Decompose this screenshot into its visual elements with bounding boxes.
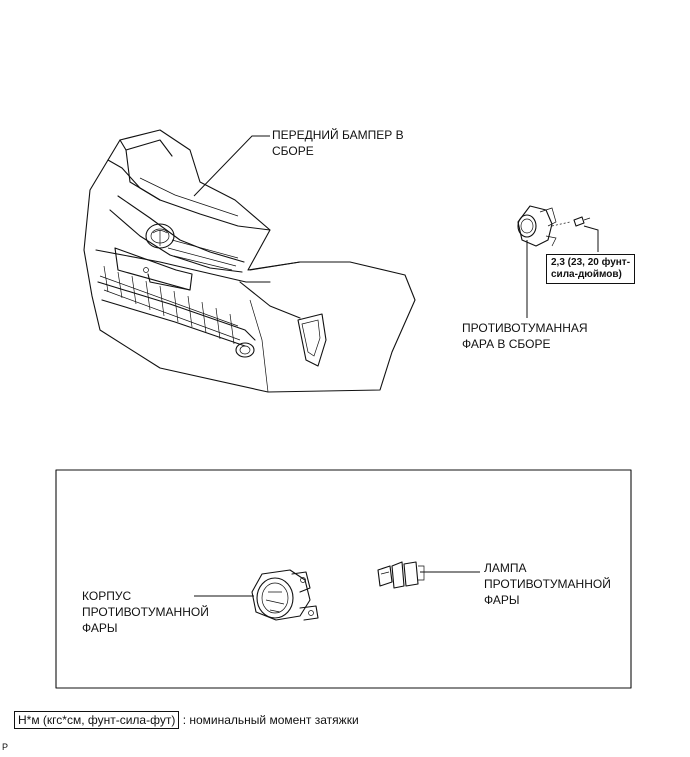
fog-lamp-assembly-drawing bbox=[517, 205, 591, 247]
fog-bulb-label: ЛАМПА ПРОТИВОТУМАННОЙ ФАРЫ bbox=[484, 561, 611, 607]
corner-mark: P bbox=[2, 742, 9, 752]
front-bumper-drawing bbox=[83, 129, 416, 393]
torque-legend-text: : номинальный момент затяжки bbox=[182, 713, 359, 727]
fog-bulb-drawing bbox=[377, 561, 425, 589]
torque-spec-box: 2,3 (23, 20 фунт- сила-дюймов) bbox=[546, 254, 636, 284]
fog-housing-label: КОРПУС ПРОТИВОТУМАННОЙ ФАРЫ bbox=[82, 589, 209, 635]
front-bumper-label: ПЕРЕДНИЙ БАМПЕР В СБОРЕ bbox=[272, 128, 404, 158]
torque-units-box: Н*м (кгс*см, фунт-сила-фут) bbox=[14, 711, 180, 729]
fog-lamp-assembly-label: ПРОТИВОТУМАННАЯ ФАРА В СБОРЕ bbox=[462, 321, 588, 351]
bumper-leader bbox=[193, 135, 270, 197]
torque-leader bbox=[583, 225, 599, 252]
torque-legend: Н*м (кгс*см, фунт-сила-фут) : номинальны… bbox=[14, 711, 359, 729]
fog-housing-drawing bbox=[251, 569, 319, 621]
inset-frame bbox=[55, 469, 632, 689]
